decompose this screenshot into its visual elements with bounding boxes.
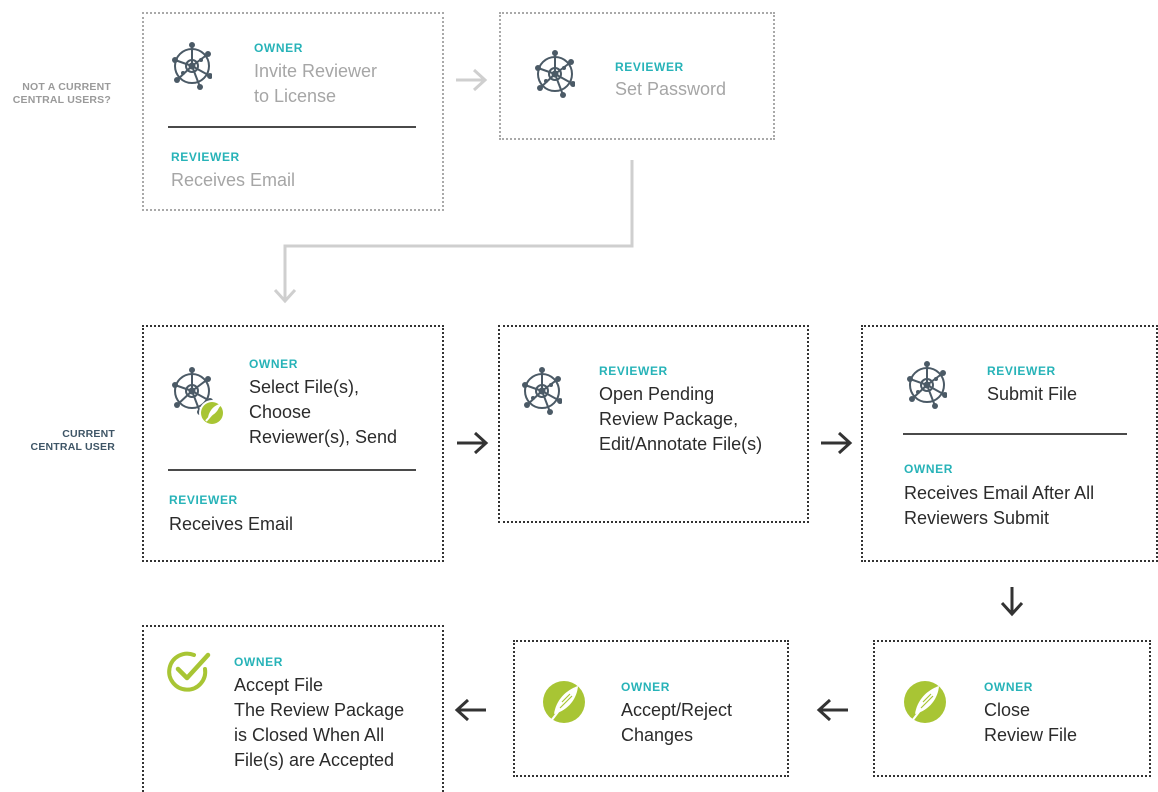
- select-receive-role: REVIEWER: [169, 493, 238, 507]
- step-set-password-card: REVIEWER Set Password: [499, 12, 775, 140]
- network-hub-icon: [522, 367, 562, 415]
- select-files-role: OWNER: [249, 357, 298, 371]
- step-accept-reject-card: OWNER Accept/Reject Changes: [513, 640, 789, 777]
- network-hub-icon: [172, 42, 212, 90]
- step-select-files-card: OWNER Select File(s), Choose Reviewer(s)…: [142, 325, 444, 562]
- set-password-action: Set Password: [615, 79, 727, 99]
- row-label-current-user: CURRENT CENTRAL USER: [30, 428, 115, 453]
- network-hub-icon: [907, 361, 947, 409]
- invite-role: OWNER: [254, 41, 303, 55]
- quill-icon: [904, 681, 946, 723]
- card-divider: [168, 126, 416, 128]
- accept-reject-role: OWNER: [621, 680, 670, 694]
- step-close-review-card: OWNER Close Review File: [873, 640, 1151, 777]
- step-open-pending-card: REVIEWER Open Pending Review Package, Ed…: [498, 325, 809, 523]
- step-accept-file-card: OWNER Accept File The Review Package is …: [142, 625, 444, 792]
- open-to-submit-arrow: [821, 431, 853, 455]
- select-receive-action: Receives Email: [169, 514, 294, 534]
- accept-file-role: OWNER: [234, 655, 283, 669]
- invite-receive-role: REVIEWER: [171, 150, 240, 164]
- open-pending-role: REVIEWER: [599, 364, 668, 378]
- set-password-role: REVIEWER: [615, 60, 684, 74]
- checkmark-circle-icon: [167, 651, 211, 692]
- select-to-open-arrow: [457, 431, 489, 455]
- invite-to-password-arrow: [456, 68, 488, 92]
- close-review-action: Close Review File: [984, 700, 1078, 745]
- accept-reject-action: Accept/Reject Changes: [621, 700, 733, 745]
- row-label-not-current-users: NOT A CURRENT CENTRAL USERS?: [12, 81, 111, 106]
- invite-receive-action: Receives Email: [171, 170, 296, 190]
- network-hub-with-quill-icon: [172, 367, 224, 426]
- open-pending-action: Open Pending Review Package, Edit/Annota…: [599, 384, 763, 454]
- step-invite-reviewer-card: OWNER Invite Reviewer to License REVIEWE…: [142, 12, 444, 211]
- submit-action: Submit File: [987, 384, 1078, 404]
- select-files-action: Select File(s), Choose Reviewer(s), Send: [249, 377, 398, 447]
- quill-icon: [543, 681, 585, 723]
- accept-file-action: Accept File The Review Package is Closed…: [234, 675, 405, 770]
- close-review-role: OWNER: [984, 680, 1033, 694]
- submit-receive-role: OWNER: [904, 462, 953, 476]
- password-to-current-arrowhead: [273, 288, 297, 304]
- card-divider: [903, 433, 1127, 435]
- acceptreject-to-acceptfile-arrow: [454, 698, 486, 722]
- network-hub-icon: [535, 50, 575, 98]
- step-submit-card: REVIEWER Submit File OWNER Receives Emai…: [861, 325, 1158, 562]
- submit-role: REVIEWER: [987, 364, 1056, 378]
- submit-to-close-arrow: [1000, 587, 1024, 617]
- card-divider: [168, 469, 416, 471]
- invite-action: Invite Reviewer to License: [254, 61, 378, 106]
- close-to-acceptreject-arrow: [816, 698, 848, 722]
- password-to-current-connector: [283, 160, 634, 300]
- submit-receive-action: Receives Email After All Reviewers Submi…: [904, 483, 1095, 528]
